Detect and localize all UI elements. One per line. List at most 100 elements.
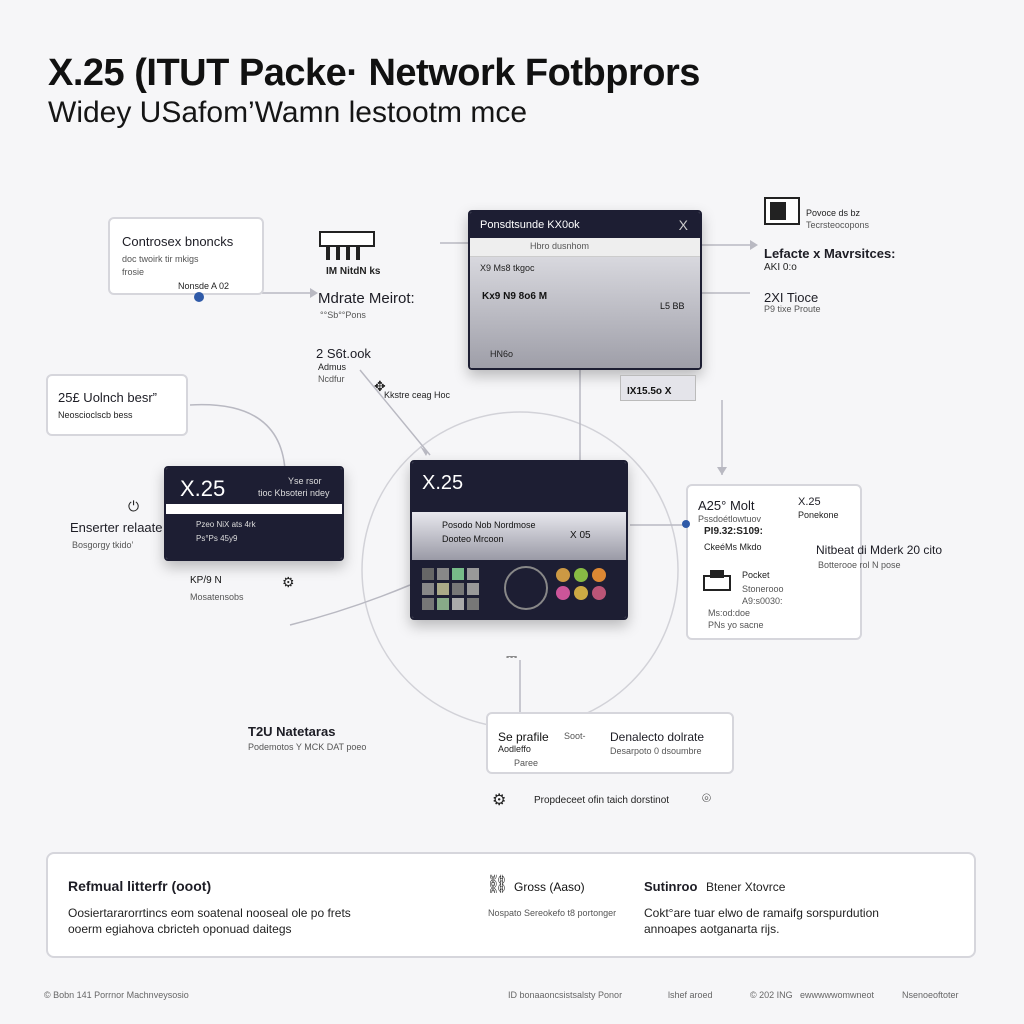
status-lights bbox=[556, 568, 606, 600]
left-window-row: Pzeo NiX ats 4rk bbox=[196, 520, 256, 529]
footer-text: © 202 ING bbox=[750, 990, 793, 1000]
panel-col1-title: Refmual litterfr (ooot) bbox=[68, 878, 212, 894]
center-tag-label: IX15.5o X bbox=[627, 386, 672, 397]
right-top-title: Lefacte x Mavrsitces: bbox=[764, 246, 896, 261]
page-title: X.25 (ITUT Packe· Network Fotbprors bbox=[48, 52, 700, 94]
bottom-card-r1: Denalecto dolrate bbox=[610, 730, 705, 744]
link-left-card bbox=[189, 403, 286, 471]
panel-col2-sub: Nospato Sereokefo t8 portonger bbox=[488, 908, 617, 918]
bottom-card-l1b: Soot- bbox=[564, 731, 586, 741]
gear-icon: ⚙ bbox=[492, 792, 507, 809]
link-diag bbox=[359, 369, 431, 456]
plug-icon: ⏻ bbox=[128, 498, 140, 514]
left-label-sub: Bosgorgy tkido’ bbox=[72, 540, 134, 550]
right-card-line: Pssdoétlowtuov bbox=[698, 514, 762, 524]
left-window-title: X.25 bbox=[180, 476, 226, 501]
right-card-rsub: Ponekone bbox=[798, 510, 839, 520]
footer-text: ID bonaaoncsistsalsty Ponor bbox=[508, 990, 623, 1000]
panel-col3-title2: Btener Xtovrce bbox=[706, 880, 786, 894]
node-dot bbox=[194, 292, 204, 302]
bottom-panel: Refmual litterfr (ooot) Oosiertararorrti… bbox=[46, 852, 976, 958]
device-icon bbox=[764, 196, 800, 226]
left-window-row: Ps°Ps 45y9 bbox=[196, 534, 238, 543]
panel-col3-title: Sutinroo bbox=[644, 879, 698, 894]
footer-text: lshef aroed bbox=[668, 990, 713, 1000]
card-line: frosie bbox=[122, 267, 145, 277]
center-controls bbox=[412, 560, 626, 618]
right-card: A25° Molt Pssdoétlowtuov PI9.32:S109: Ck… bbox=[686, 484, 862, 640]
arrow-head-3 bbox=[717, 467, 727, 475]
kp-label: KP/9 N bbox=[190, 575, 222, 586]
left-window-side: Yse rsor bbox=[288, 476, 322, 486]
panel-col3-line: annoapes aotganarta rijs. bbox=[644, 922, 780, 936]
arrow-head-2 bbox=[750, 240, 758, 250]
far-right-title: Nitbeat di Mderk 20 cito bbox=[816, 543, 943, 557]
center-window[interactable]: X.25 Posodo Nob Nordmose Dooteo Mrcoon X… bbox=[410, 460, 628, 620]
address-text: Hbro dusnhom bbox=[530, 241, 590, 251]
node-dot bbox=[682, 520, 690, 528]
center-badge: X 05 bbox=[570, 530, 591, 541]
window-addressbar[interactable]: Hbro dusnhom bbox=[470, 238, 700, 257]
panel-col1-line: Oosiertararorrtincs eom soatenal nooseal… bbox=[68, 906, 351, 920]
window-titlebar: Ponsdtsunde KX0ok X bbox=[470, 212, 700, 238]
target-icon: ⌾ bbox=[702, 790, 712, 807]
lower-left-title: T2U Natetaras bbox=[248, 724, 336, 739]
right-top-label: Povoce ds bz bbox=[806, 208, 861, 218]
window-row: L5 BB bbox=[660, 301, 685, 311]
control-grid bbox=[422, 568, 479, 610]
dial-icon[interactable] bbox=[504, 566, 548, 610]
mid-label-sub2: Ncdfur bbox=[318, 374, 345, 384]
mid-card-title: Mdrate Meirot: bbox=[318, 290, 415, 307]
right-card-line: PI9.32:S109: bbox=[704, 526, 763, 537]
center-body: Posodo Nob Nordmose Dooteo Mrcoon X 05 bbox=[412, 512, 626, 560]
right-top-sub: AKI 0:o bbox=[764, 262, 797, 273]
left-label-title: Enserter relaate bbox=[70, 520, 163, 535]
bottom-card-l2: Aodleffo bbox=[498, 744, 531, 754]
left-window-body: X.25 Yse rsor tioc Kbsoteri ndey Pzeo Ni… bbox=[166, 468, 342, 559]
right-card-title: A25° Molt bbox=[698, 498, 755, 513]
left-card-title: 25£ Uolnch besr” bbox=[58, 390, 157, 405]
footer-link[interactable]: ewwwwwomwneot bbox=[800, 990, 875, 1000]
card-title: Controsex bnoncks bbox=[122, 234, 234, 249]
top-left-card: Controsex bnoncks doc twoirk tir mkigs f… bbox=[108, 217, 264, 295]
left-card: 25£ Uolnch besr” Neoscioclscb bess bbox=[46, 374, 188, 436]
mid-label-title: 2 S6t.ook bbox=[316, 346, 371, 361]
pointer-icon: ✥ bbox=[374, 378, 386, 394]
right-extra: A9:s0030: bbox=[742, 596, 783, 606]
window-title: Ponsdtsunde KX0ok bbox=[480, 219, 580, 231]
link-left-lower bbox=[289, 584, 411, 626]
far-right-sub: Botterooe rol N pose bbox=[818, 560, 901, 570]
mid-label-sub: Admus bbox=[318, 362, 347, 372]
panel-col2-title: Gross (Aaso) bbox=[514, 880, 585, 894]
bottom-card-l1: Se prafile bbox=[498, 730, 549, 744]
right-top-line: Tecrsteocopons bbox=[806, 220, 870, 230]
node-small-icon: ⚙ bbox=[282, 574, 295, 590]
top-window[interactable]: Ponsdtsunde KX0ok X Hbro dusnhom X9 Ms8 … bbox=[468, 210, 702, 370]
right-card-line: CkeéMs Mkdo bbox=[704, 542, 762, 552]
footer-text: © Bobn 141 Porrnor Machnveysosio bbox=[44, 990, 189, 1000]
right-extra: Ms:od:doe bbox=[708, 608, 751, 618]
card-line: doc twoirk tir mkigs bbox=[122, 254, 199, 264]
mid-label-tag: Kkstre ceag Hoc bbox=[384, 390, 451, 400]
right-top-sub2: P9 tixe Proute bbox=[764, 304, 821, 314]
left-card-line: Neoscioclscb bess bbox=[58, 410, 133, 420]
window-row: Kx9 N9 8o6 M bbox=[482, 291, 548, 302]
center-window-title: X.25 bbox=[422, 472, 464, 494]
printer-icon bbox=[702, 568, 732, 596]
center-row: Dooteo Mrcoon bbox=[442, 534, 504, 544]
bottom-card-r2: Desarpoto 0 dsoumbre bbox=[610, 746, 702, 756]
kp-sub: Mosatensobs bbox=[190, 592, 244, 602]
arrow-head-1 bbox=[310, 288, 318, 298]
bottom-card-l3: Paree bbox=[514, 758, 539, 768]
left-window[interactable]: X.25 Yse rsor tioc Kbsoteri ndey Pzeo Ni… bbox=[164, 466, 344, 561]
cable-icon: ⎓ bbox=[506, 648, 518, 664]
center-tag: IX15.5o X bbox=[620, 375, 696, 401]
close-icon[interactable]: X bbox=[678, 217, 688, 233]
right-top-big: 2XI Tioce bbox=[764, 290, 819, 305]
bottom-card: Se prafile Soot- Aodleffo Paree Denalect… bbox=[486, 712, 734, 774]
right-extra: Pocket bbox=[742, 570, 770, 580]
left-window-strip bbox=[166, 504, 342, 514]
mid-card-line: IM NitdN ks bbox=[326, 266, 381, 277]
lower-left-sub: Podemotos Y MCK DAT poeo bbox=[248, 742, 367, 752]
panel-col3-line: Cokt°are tuar elwo de ramaifg sorspurdut… bbox=[644, 906, 879, 920]
